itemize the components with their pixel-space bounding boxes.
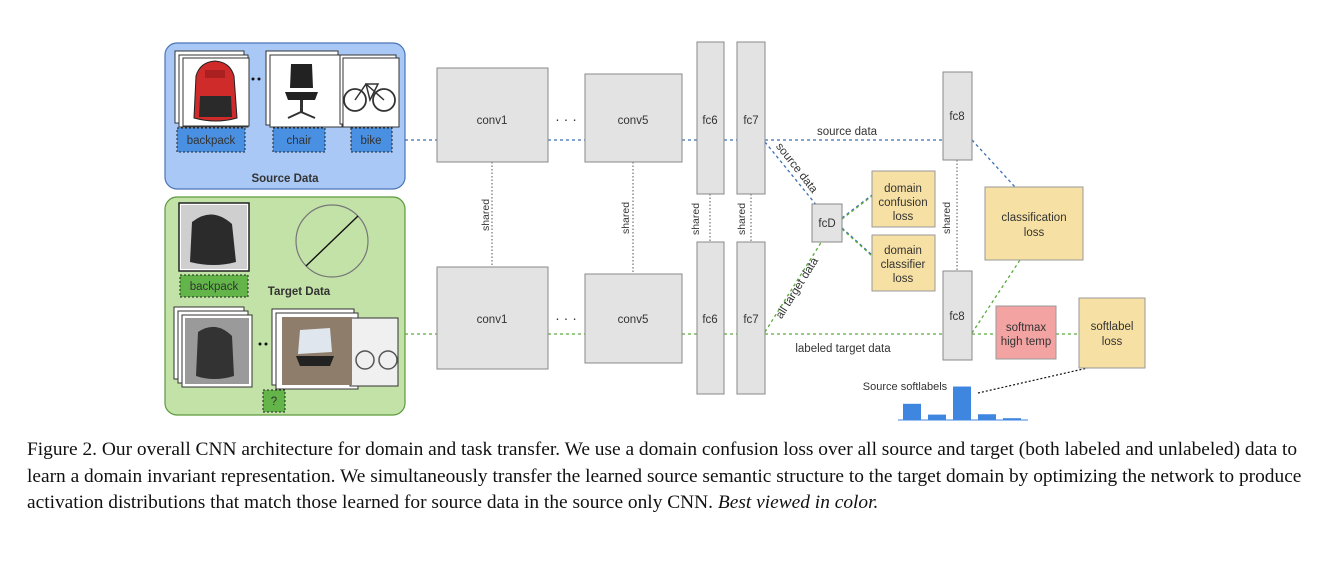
softlabel-bar-3 — [978, 414, 996, 420]
source-fc6-layer — [696, 41, 725, 195]
target-fc6-layer — [696, 241, 725, 395]
svg-text:backpack: backpack — [190, 281, 239, 293]
shared-label-fc8: shared — [941, 202, 953, 234]
source-softlabels-bars — [903, 386, 1021, 420]
chair-image-stack — [265, 50, 343, 128]
svg-text:classifier: classifier — [881, 259, 926, 271]
target-fc8-layer — [942, 270, 973, 361]
bike-image-stack — [339, 54, 400, 128]
shared-label-conv1: shared — [480, 199, 492, 231]
target-label-backpack: backpack — [179, 274, 249, 298]
svg-text:fc7: fc7 — [743, 115, 758, 127]
source-fc8-layer — [942, 71, 973, 161]
source-network: conv1 · · · conv5 fc6 fc7 fc8 — [436, 41, 973, 195]
source-label-chair: chair — [272, 127, 326, 153]
svg-text:fc8: fc8 — [949, 311, 964, 323]
target-fc7-layer — [736, 241, 766, 395]
no-label-circle-icon — [295, 204, 369, 278]
target-backpack-stack — [173, 306, 253, 388]
svg-text:conv1: conv1 — [477, 314, 508, 326]
target-label-unknown: ? — [262, 389, 286, 413]
target-panel-title: Target Data — [268, 286, 331, 298]
fcD-layer: fcD — [811, 203, 843, 243]
svg-text:loss: loss — [893, 211, 914, 223]
edge-label-labeled-target-data: labeled target data — [795, 343, 891, 355]
svg-text:bike: bike — [360, 135, 381, 147]
domain-classifier-loss-box: domain classifier loss — [871, 234, 936, 292]
shared-label-fc6: shared — [690, 203, 702, 235]
svg-text:loss: loss — [1024, 227, 1045, 239]
svg-text:backpack: backpack — [187, 135, 236, 147]
source-label-bike: bike — [350, 127, 393, 153]
svg-text:softmax: softmax — [1006, 322, 1047, 334]
target-conv1-layer — [436, 266, 549, 370]
caption-text: Figure 2. Our overall CNN architecture f… — [27, 439, 1302, 513]
ellipsis-icon — [258, 342, 268, 346]
edge-label-source-data-diagonal: source data — [773, 141, 820, 196]
target-network: conv1 · · · conv5 fc6 fc7 fc8 — [436, 241, 973, 395]
softlabel-bar-4 — [1003, 418, 1021, 420]
svg-text:conv5: conv5 — [618, 115, 649, 127]
shared-label-fc7: shared — [736, 203, 748, 235]
source-softlabels-title: Source softlabels — [863, 381, 948, 393]
svg-text:confusion: confusion — [878, 197, 927, 209]
svg-text:?: ? — [271, 396, 277, 408]
svg-text:fcD: fcD — [818, 218, 835, 230]
domain-confusion-loss-box: domain confusion loss — [871, 170, 936, 228]
svg-text:fc6: fc6 — [702, 314, 717, 326]
softmax-high-temp-box: softmax high temp — [995, 305, 1057, 360]
shared-weight-lines — [491, 160, 958, 274]
target-conv5-layer — [584, 273, 683, 364]
backpack-image-stack — [174, 50, 250, 128]
svg-text:softlabel: softlabel — [1091, 321, 1134, 333]
target-backpack-image — [178, 202, 250, 272]
svg-text:high temp: high temp — [1001, 336, 1052, 348]
source-conv5-layer — [584, 73, 683, 163]
target-data-panel: backpack Target Data — [164, 196, 406, 416]
softlabel-bar-1 — [928, 414, 946, 420]
source-data-panel: backpack chair bike Source Data — [164, 42, 406, 190]
source-fc7-layer — [736, 41, 766, 195]
softlabel-loss-box: softlabel loss — [1078, 297, 1146, 369]
svg-text:domain: domain — [884, 245, 922, 257]
edge-label-all-target-data: all target data — [774, 255, 821, 321]
source-stream-lines — [405, 139, 1016, 256]
svg-text:conv5: conv5 — [618, 314, 649, 326]
source-panel-title: Source Data — [251, 173, 319, 185]
svg-text:fc7: fc7 — [743, 314, 758, 326]
svg-text:classification: classification — [1001, 212, 1066, 224]
caption-emphasis: Best viewed in color. — [717, 492, 879, 513]
softlabel-bar-2 — [953, 386, 971, 420]
source-label-backpack: backpack — [176, 127, 246, 153]
svg-text:loss: loss — [1102, 336, 1123, 348]
svg-text:chair: chair — [287, 135, 312, 147]
source-conv1-layer — [436, 67, 549, 163]
svg-text:domain: domain — [884, 183, 922, 195]
source-layer-ellipsis: · · · — [555, 111, 577, 127]
svg-text:fc6: fc6 — [702, 115, 717, 127]
shared-label-conv5: shared — [620, 202, 632, 234]
ellipsis-icon — [251, 77, 261, 81]
target-layer-ellipsis: · · · — [555, 310, 577, 326]
softlabel-bar-0 — [903, 403, 921, 420]
svg-text:conv1: conv1 — [477, 115, 508, 127]
target-chair-bike-stack — [271, 308, 399, 390]
svg-text:loss: loss — [893, 273, 914, 285]
edge-label-source-data: source data — [817, 126, 878, 138]
softlabel-link-line — [977, 366, 1093, 394]
target-stream-lines — [405, 195, 1079, 335]
classification-loss-box: classification loss — [984, 186, 1084, 261]
figure-caption: Figure 2. Our overall CNN architecture f… — [27, 437, 1307, 517]
architecture-diagram: backpack chair bike Source Data backpack… — [164, 41, 1146, 421]
svg-text:fc8: fc8 — [949, 111, 964, 123]
